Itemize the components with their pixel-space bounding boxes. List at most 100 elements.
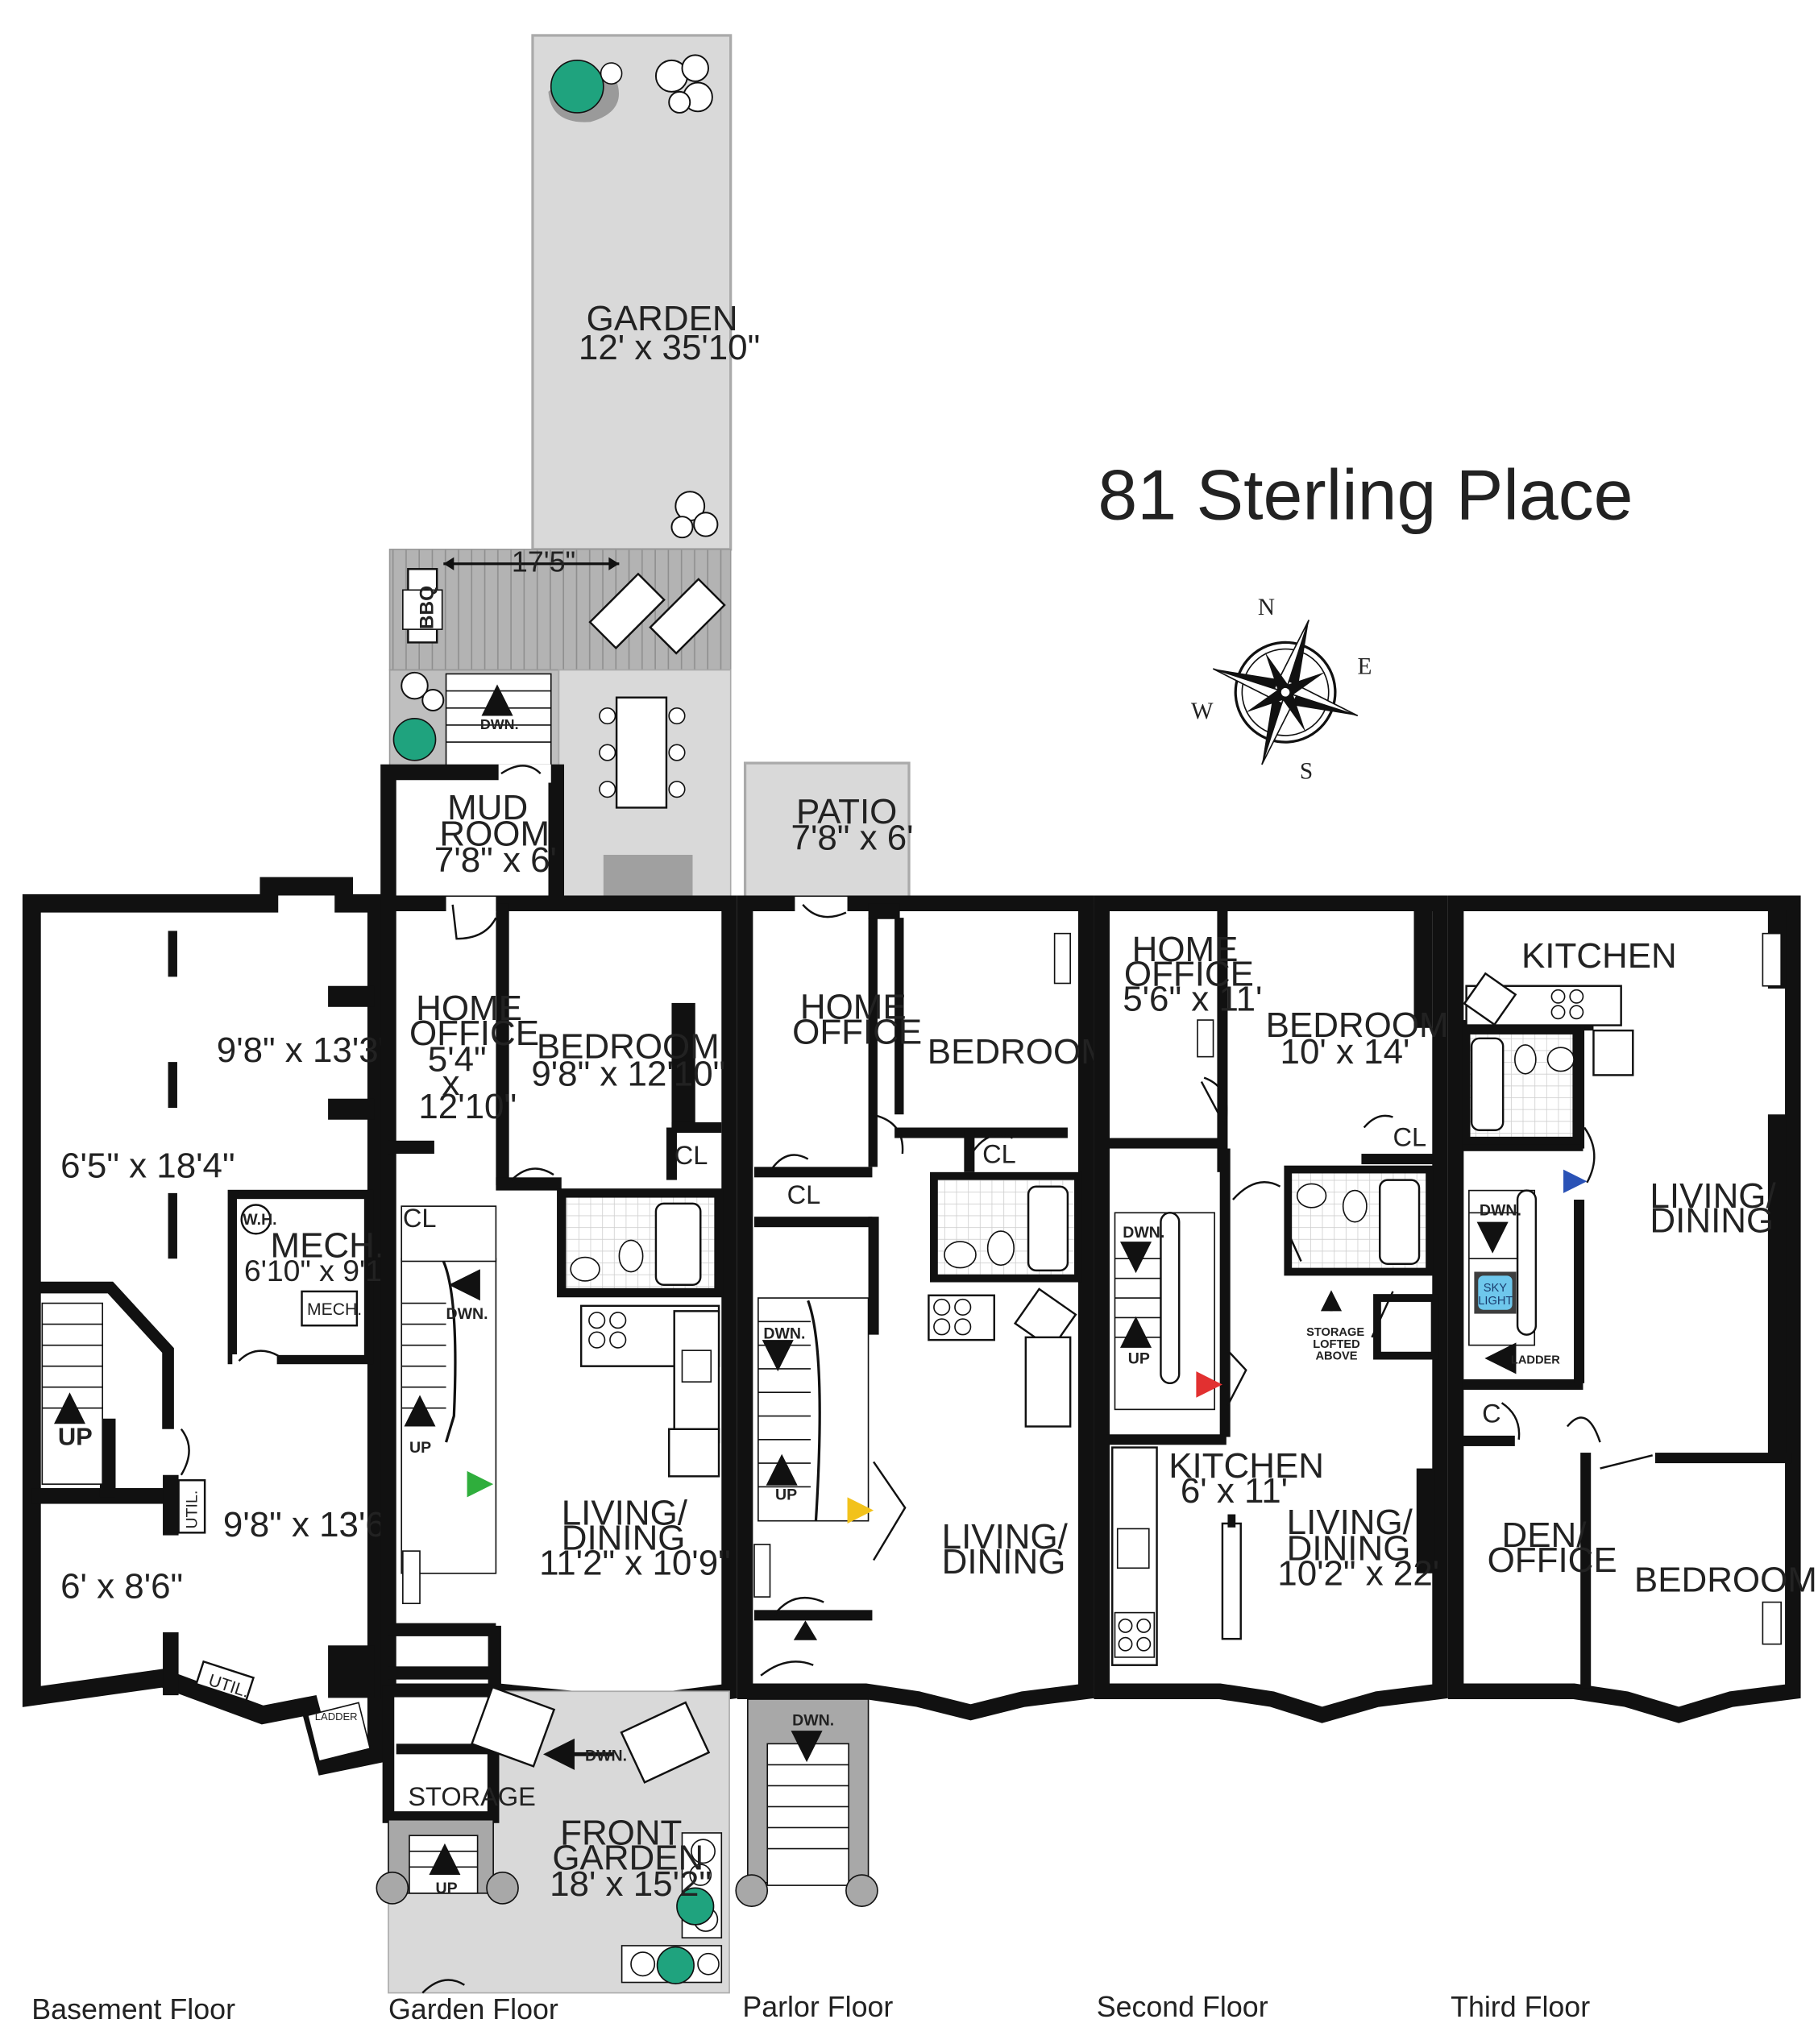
basement-floor	[22, 877, 386, 1776]
garden-living-2: DINING	[562, 1518, 686, 1557]
compass-north: N	[1258, 595, 1275, 620]
basement-mech-name: MECH.	[270, 1226, 384, 1266]
plant-icon	[550, 60, 604, 114]
parlor-floor	[735, 761, 1094, 1907]
plan-title: 81 Sterling Place	[1098, 454, 1633, 534]
basement-mech-box-label: MECH.	[307, 1300, 362, 1319]
garden-office-5: 12'10"	[418, 1087, 517, 1126]
bbq-label: BBQ	[416, 586, 438, 629]
second-office-1: HOME	[1132, 930, 1239, 969]
basement-util-1: UTIL.	[183, 1491, 201, 1529]
basement-room-3-dim: 9'8" x 13'6"	[223, 1505, 397, 1544]
garden-office-2: OFFICE	[409, 1014, 539, 1053]
basement-up-label: UP	[58, 1422, 93, 1450]
front-garden-dwn: DWN.	[585, 1747, 627, 1764]
parlor-living-1: LIVING/	[942, 1517, 1069, 1557]
front-stairs-up: UP	[436, 1880, 458, 1897]
third-closet: C	[1482, 1399, 1501, 1428]
third-living-1: LIVING/	[1650, 1176, 1776, 1216]
patio-name: PATIO	[796, 792, 897, 831]
skylight-label-1: SKY	[1484, 1282, 1508, 1295]
water-heater-label: W.H.	[243, 1211, 276, 1229]
parlor-stairs-up: UP	[775, 1486, 797, 1504]
rear-garden-name: GARDEN	[587, 299, 738, 338]
basement-room-2-dim: 6'5" x 18'4"	[60, 1146, 235, 1185]
back-stairs-dwn-label: DWN.	[480, 716, 519, 732]
mud-room-name-2: ROOM	[439, 815, 550, 854]
compass-rose-icon	[1212, 620, 1359, 765]
garden-bedroom-name: BEDROOM	[537, 1026, 720, 1066]
basement-ladder-label: LADDER	[315, 1710, 358, 1723]
mud-room-name-1: MUD	[447, 788, 528, 827]
stoop-dwn-label: DWN.	[792, 1712, 834, 1730]
shrub-icon	[401, 671, 445, 711]
garden-living-1: LIVING/	[562, 1494, 688, 1533]
garden-living-dim: 11'2" x 10'9"	[539, 1543, 731, 1582]
third-floor-label: Third Floor	[1451, 1991, 1590, 2023]
garden-office-1: HOME	[416, 989, 522, 1028]
front-garden-dim: 18' x 15'2"	[550, 1864, 712, 1904]
second-floor	[1094, 895, 1448, 1723]
front-garden-name-2: GARDEN	[552, 1839, 704, 1878]
third-den-2: OFFICE	[1488, 1540, 1617, 1580]
patio-dim: 7'8" x 6'	[791, 819, 914, 858]
basement-room-4-dim: 6' x 8'6"	[60, 1567, 183, 1607]
second-office-2: OFFICE	[1124, 955, 1254, 994]
skylight-label-2: LIGHT	[1478, 1295, 1513, 1308]
second-living-2: DINING	[1287, 1529, 1411, 1569]
third-stairs-dwn: DWN.	[1480, 1202, 1521, 1220]
third-living-2: DINING	[1650, 1201, 1774, 1241]
plant-icon	[600, 62, 623, 85]
garden-stairs-up: UP	[409, 1439, 431, 1457]
third-kitchen: KITCHEN	[1521, 936, 1677, 976]
garden-floor	[376, 34, 737, 1994]
second-living-dim: 10'2" x 22'	[1277, 1553, 1439, 1593]
garden-bedroom-dim: 9'8" x 12'10"	[531, 1054, 725, 1093]
basement-floor-label: Basement Floor	[31, 1993, 235, 2025]
garden-stairs-dwn: DWN.	[446, 1305, 488, 1323]
third-den-1: DEN/	[1502, 1515, 1588, 1555]
second-stairs-dwn: DWN.	[1123, 1224, 1164, 1242]
garden-floor-label: Garden Floor	[388, 1993, 558, 2025]
second-kitchen-dim: 6' x 11'	[1181, 1471, 1288, 1511]
third-floor	[1447, 895, 1801, 1723]
parlor-closet-1: CL	[982, 1139, 1016, 1168]
basement-room-1-dim: 9'8" x 13'3"	[217, 1030, 391, 1070]
shrub-icon	[654, 54, 713, 114]
parlor-stairs-dwn: DWN.	[763, 1325, 805, 1342]
plant-icon	[656, 1946, 695, 1984]
front-garden-name-1: FRONT	[560, 1814, 682, 1853]
plant-icon	[392, 717, 437, 761]
shrub-icon	[670, 491, 719, 539]
parlor-closet-2: CL	[787, 1180, 821, 1209]
third-ladder-label: LADDER	[1511, 1354, 1560, 1366]
second-storage-2: LOFTED	[1313, 1338, 1359, 1351]
plant-icon	[676, 1887, 715, 1926]
second-kitchen-name: KITCHEN	[1168, 1446, 1324, 1486]
garden-office-4: x	[442, 1063, 460, 1103]
garden-closet-2: CL	[403, 1204, 437, 1233]
garden-storage: STORAGE	[408, 1782, 535, 1811]
second-floor-label: Second Floor	[1097, 1991, 1268, 2023]
garden-closet-1: CL	[674, 1141, 708, 1170]
compass-east: E	[1358, 653, 1372, 679]
mud-room-dim: 7'8" x 6'	[434, 840, 557, 880]
second-storage-3: ABOVE	[1315, 1350, 1357, 1363]
second-office-dim: 5'6" x 11'	[1123, 980, 1262, 1019]
parlor-floor-label: Parlor Floor	[742, 1991, 893, 2023]
second-living-1: LIVING/	[1287, 1503, 1413, 1542]
second-closet: CL	[1393, 1122, 1426, 1151]
second-bedroom-name: BEDROOM	[1266, 1005, 1449, 1045]
parlor-office-1: HOME	[800, 987, 907, 1026]
second-stairs-up: UP	[1128, 1350, 1150, 1367]
parlor-office-2: OFFICE	[792, 1012, 922, 1051]
parlor-living-2: DINING	[942, 1542, 1066, 1582]
rear-garden-dim: 12' x 35'10"	[579, 328, 760, 367]
second-storage-1: STORAGE	[1306, 1326, 1364, 1339]
second-bedroom-dim: 10' x 14'	[1280, 1032, 1410, 1072]
compass-south: S	[1300, 759, 1313, 785]
parlor-bedroom: BEDROOM	[928, 1032, 1110, 1072]
garden-office-3: 5'4"	[428, 1040, 487, 1080]
third-bedroom: BEDROOM	[1634, 1561, 1817, 1600]
